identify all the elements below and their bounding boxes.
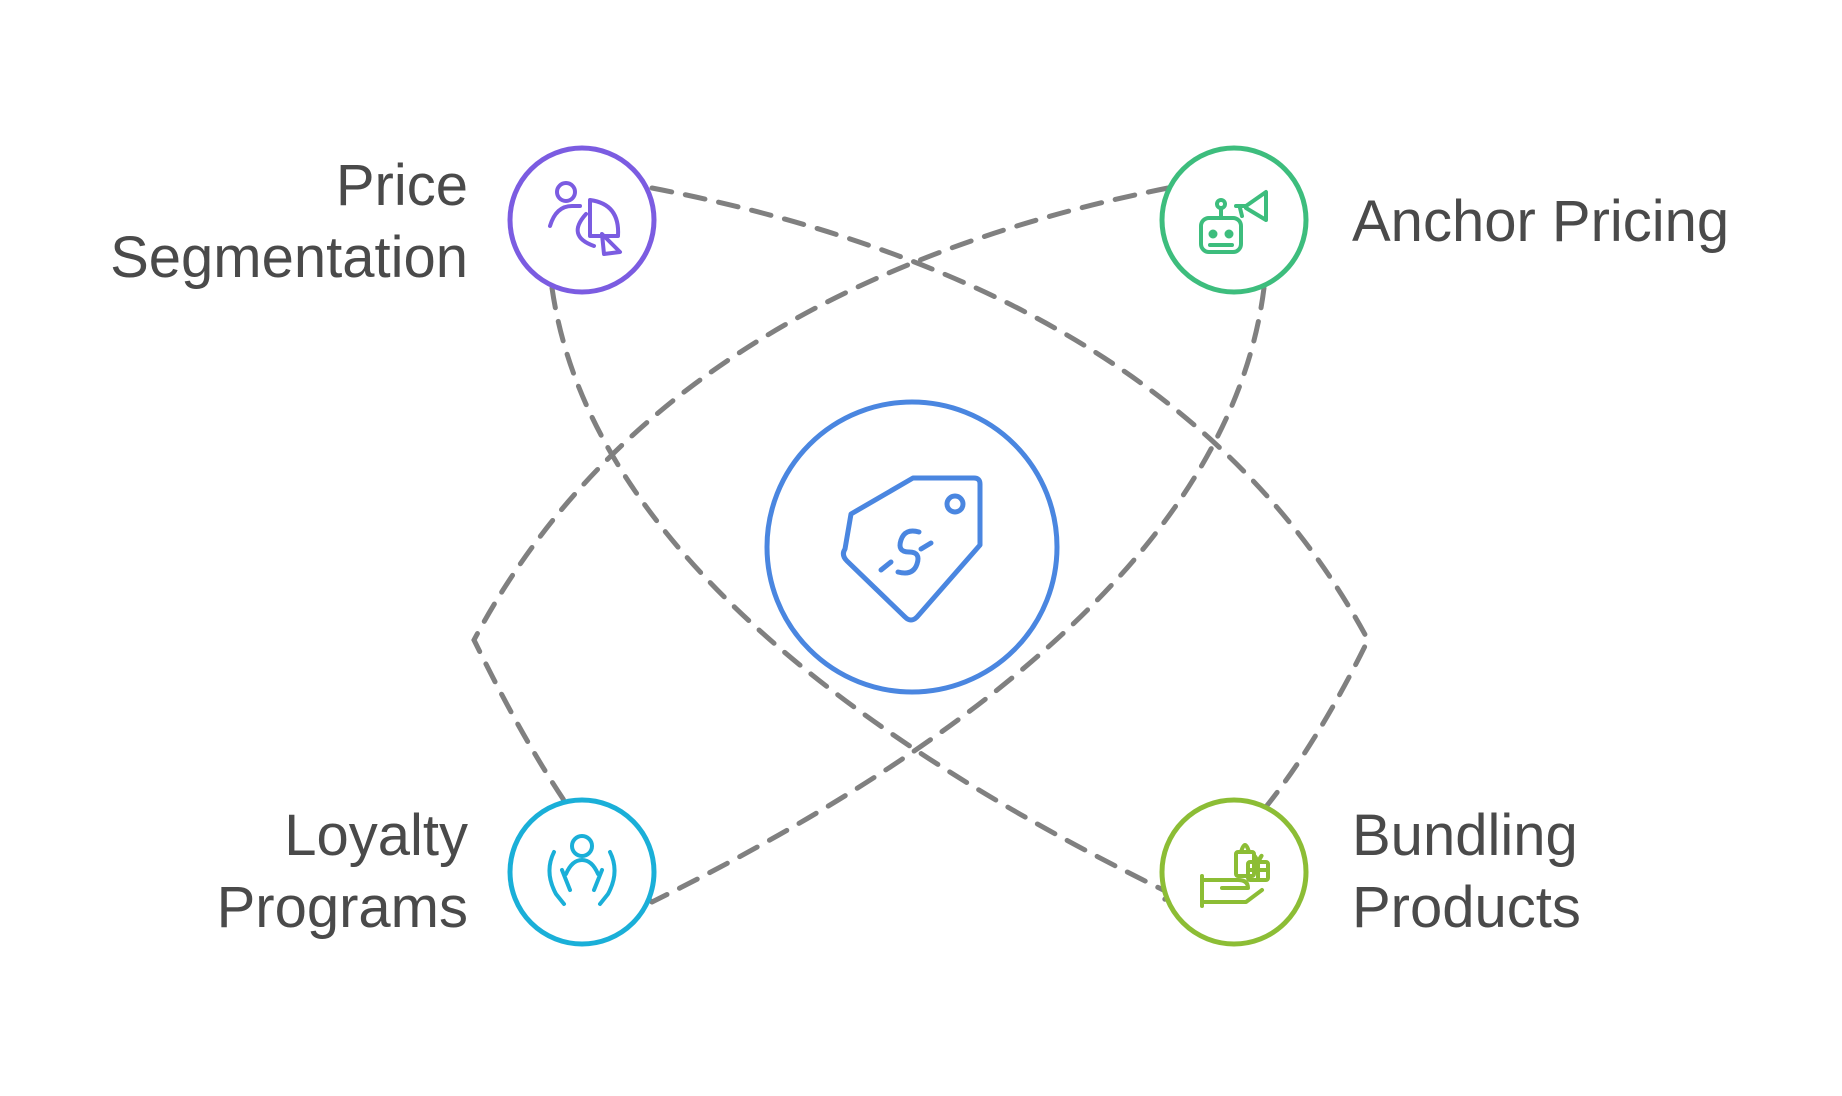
label-line: Price: [335, 153, 468, 218]
hand-gift-bag-icon: [1200, 843, 1270, 908]
label-line: Anchor Pricing: [1352, 189, 1730, 254]
label-line: Bundling: [1352, 803, 1578, 868]
label-loyalty-programs: Loyalty Programs: [217, 800, 468, 944]
label-anchor-pricing: Anchor Pricing: [1352, 186, 1729, 258]
label-line: Programs: [216, 875, 468, 940]
label-line: Loyalty: [284, 803, 468, 868]
arc-anchor-down-to-bundling-side: [649, 285, 1267, 905]
node-anchor-pricing[interactable]: [1159, 145, 1309, 295]
node-bundling-products[interactable]: [1159, 797, 1309, 947]
label-line: Segmentation: [110, 225, 468, 290]
label-line: Products: [1352, 875, 1581, 940]
node-price-segmentation[interactable]: [507, 145, 657, 295]
center-node: [764, 399, 1060, 695]
center-circle: [764, 399, 1060, 695]
segmentation-pie-icon: [548, 181, 622, 256]
person-hands-icon: [547, 834, 617, 906]
robot-megaphone-icon: [1199, 190, 1268, 254]
loyalty-programs-circle: [507, 797, 657, 947]
arc-price-down-to-loyalty-side: [549, 285, 1191, 905]
node-loyalty-programs[interactable]: [507, 797, 657, 947]
label-price-segmentation: Price Segmentation: [110, 150, 468, 294]
price-tag-icon: [840, 475, 983, 623]
label-bundling-products: Bundling Products: [1352, 800, 1581, 944]
